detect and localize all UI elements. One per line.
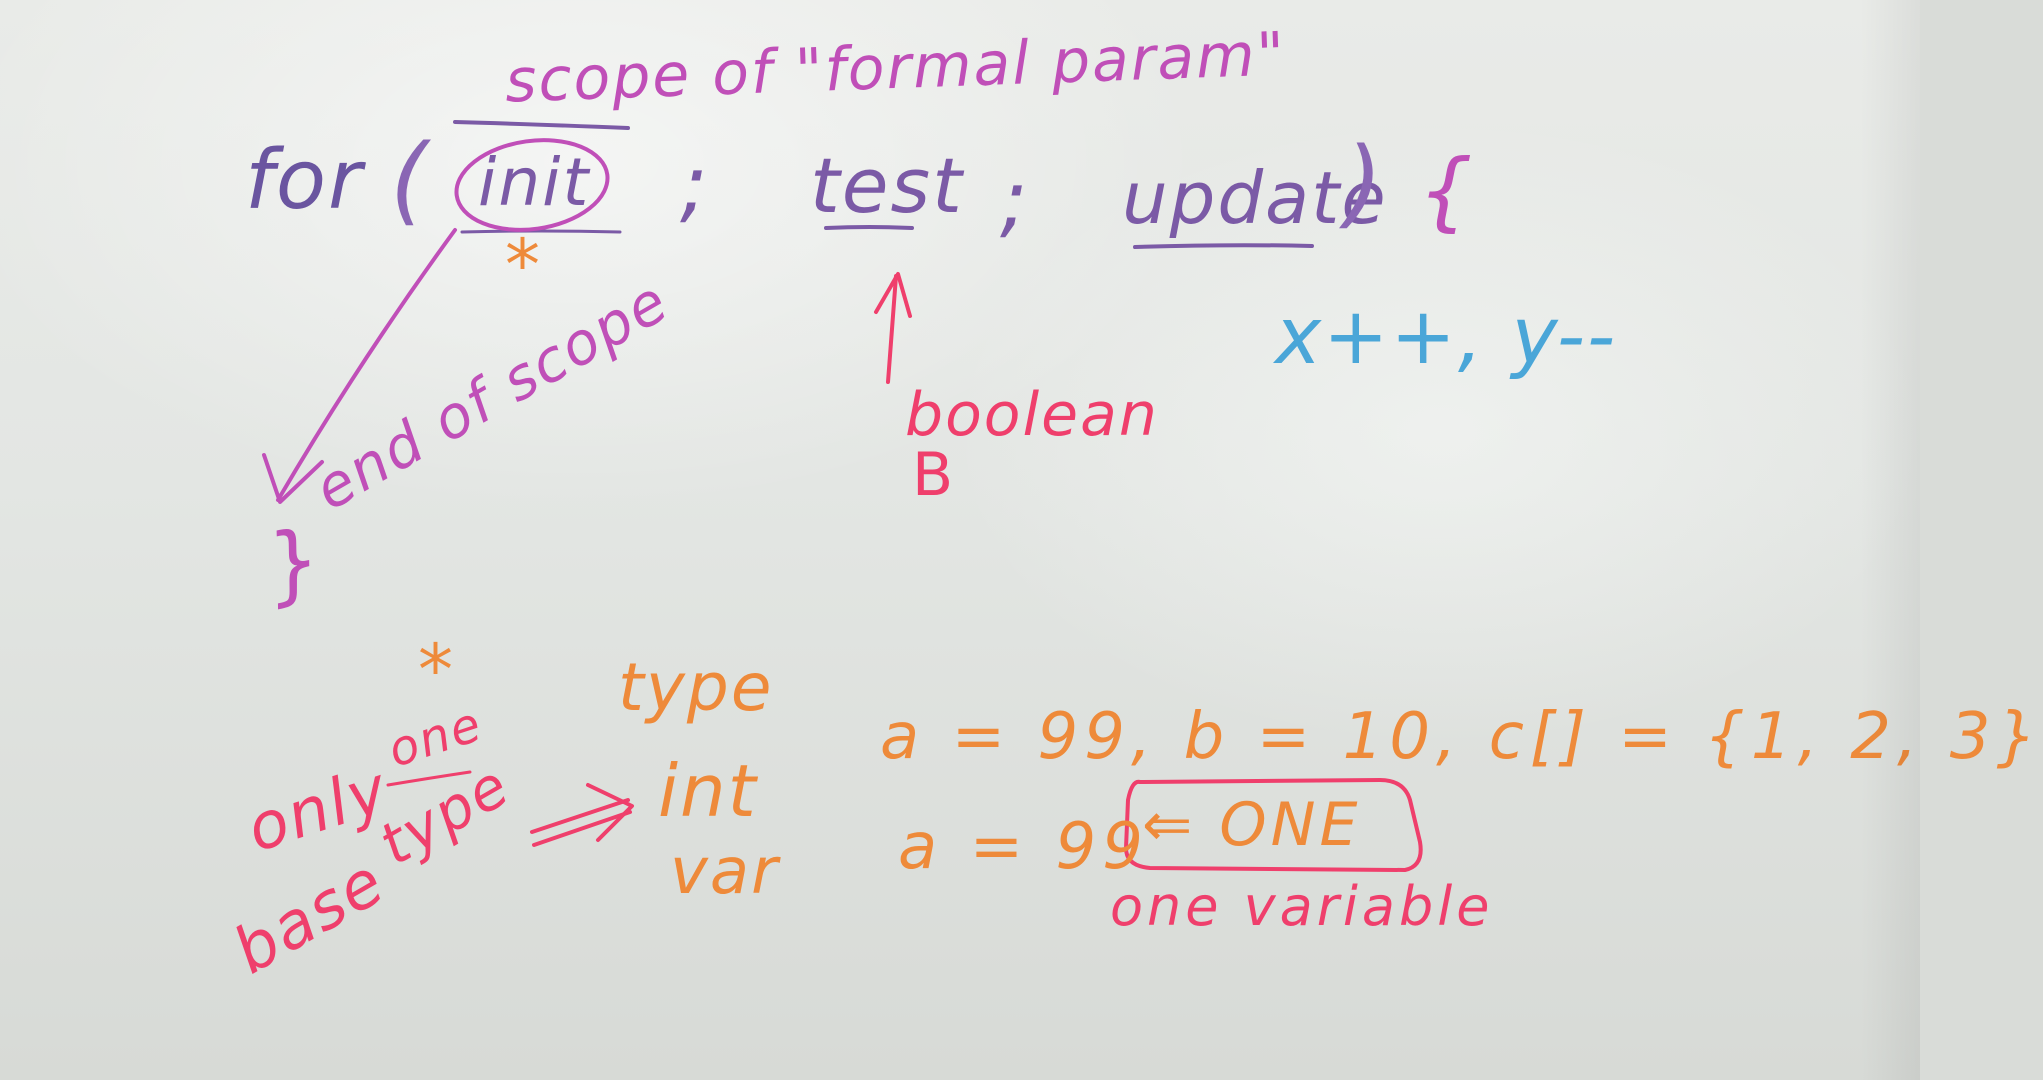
- one-box: [1124, 778, 1423, 872]
- for-keyword: for: [245, 133, 364, 228]
- test-underline: [824, 225, 914, 230]
- base-type-arrow-head: [586, 783, 634, 842]
- open-paren: (: [390, 124, 430, 236]
- init-underline: [460, 229, 622, 234]
- test-arrow-head: [874, 272, 912, 318]
- semicolon-2: ;: [1000, 153, 1030, 248]
- int-declaration-line: a = 99, b = 10, c[] = {1, 2, 3}: [880, 700, 2043, 774]
- update-underline: [1133, 243, 1314, 249]
- close-paren: ): [1345, 127, 1385, 239]
- one-label: ⇐ ONE: [1142, 790, 1362, 860]
- boolean-letter: B: [912, 440, 956, 510]
- one-variable-note: one variable: [1110, 875, 1494, 938]
- one-underline: [386, 770, 472, 787]
- pen-marks-layer: [262, 120, 1423, 872]
- var-keyword: var: [670, 835, 780, 909]
- init-circle: [454, 138, 610, 232]
- star-mark-top: *: [505, 224, 542, 306]
- update-example: x++, y--: [1275, 292, 1618, 382]
- type-heading: type: [618, 649, 774, 726]
- star-mark-bottom: *: [418, 629, 455, 711]
- boolean-note: boolean: [905, 380, 1159, 450]
- test-label: test: [810, 141, 964, 230]
- update-label: update: [1122, 156, 1388, 240]
- base-type-arrow: [530, 798, 630, 834]
- test-arrow: [886, 274, 898, 384]
- semicolon-1: ;: [680, 138, 710, 233]
- base-type-arrow-2: [532, 810, 632, 847]
- scope-arrow: [276, 228, 457, 502]
- var-declaration-line: a = 99: [898, 810, 1149, 884]
- scope-arrow-head: [262, 453, 324, 504]
- board-edge-shadow: [1860, 0, 1920, 1080]
- int-keyword: int: [658, 749, 758, 833]
- open-brace: {: [1418, 141, 1475, 241]
- init-overline: [453, 120, 630, 130]
- init-label: init: [478, 144, 591, 221]
